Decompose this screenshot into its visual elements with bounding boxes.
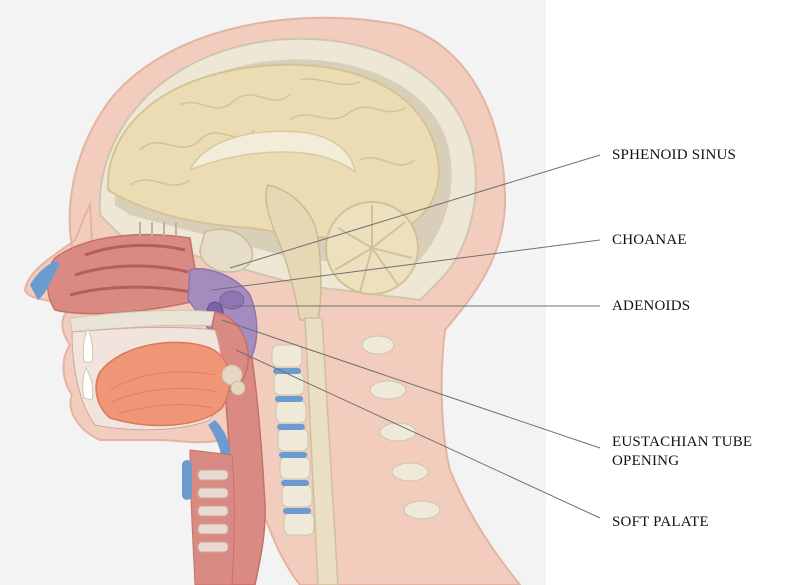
corpus-callosum — [188, 130, 356, 174]
leader-sphenoid-sinus — [229, 154, 601, 269]
spinous-processes — [361, 335, 441, 520]
leader-choanae — [211, 239, 601, 291]
cerebellum — [325, 201, 419, 295]
label-choanae: CHOANAE — [612, 231, 687, 250]
palatine-tonsil — [221, 364, 246, 396]
nose-tip-cartilage — [30, 261, 60, 300]
cervical-vertebrae — [271, 344, 315, 536]
cribriform-plate — [139, 222, 177, 236]
leader-eustachian-tube-opening — [221, 319, 601, 449]
sphenoid-sinus-region — [199, 228, 254, 273]
tongue-muscle-fibers — [109, 371, 219, 415]
label-soft-palate: SOFT PALATE — [612, 513, 709, 532]
epiglottis — [208, 420, 231, 460]
leader-lines — [211, 154, 601, 519]
leader-soft-palate — [235, 349, 601, 519]
label-eustachian-line-2: OPENING — [612, 453, 680, 469]
label-sphenoid-sinus: SPHENOID SINUS — [612, 146, 736, 165]
label-adenoids: ADENOIDS — [612, 297, 690, 316]
nasal-turbinates — [69, 243, 191, 297]
adenoid-tissue — [219, 290, 245, 310]
label-adenoids-text: ADENOIDS — [612, 298, 691, 314]
tongue — [95, 341, 231, 427]
label-choanae-text: CHOANAE — [612, 232, 687, 248]
tracheal-rings — [197, 469, 229, 553]
label-sphenoid-sinus-text: SPHENOID SINUS — [612, 147, 737, 163]
spinal-cord — [304, 317, 339, 585]
label-soft-palate-text: SOFT PALATE — [612, 514, 709, 530]
label-eustachian-line-1: EUSTACHIAN TUBE — [612, 434, 753, 450]
label-eustachian-tube-opening: EUSTACHIAN TUBE OPENING — [612, 433, 752, 471]
hyoid-cartilage — [182, 460, 192, 500]
teeth — [82, 326, 94, 401]
